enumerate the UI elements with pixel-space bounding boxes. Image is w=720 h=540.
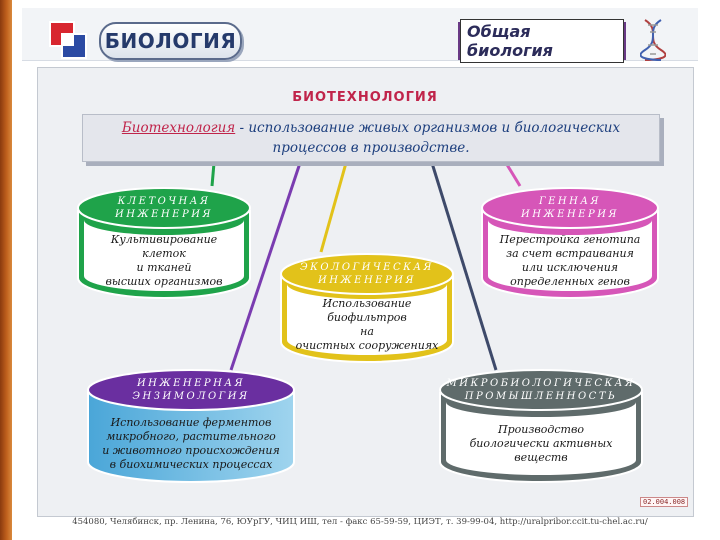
node-body-line: и тканей (136, 261, 192, 274)
definition-box: Биотехнология - использование живых орга… (82, 114, 660, 162)
node-body: Перестройка генотипа за счет встраивания… (480, 230, 660, 292)
node-heading: Клеточная инженерия (76, 186, 252, 230)
node-heading-line: Клеточная (117, 196, 211, 207)
cylinder-shape (87, 369, 295, 483)
publisher-logo-icon (49, 21, 87, 59)
node-heading-line: инженерия (114, 209, 214, 220)
node-body-line: биофильтров (327, 311, 407, 324)
node-body-line: Производство (498, 423, 584, 436)
node-body: Использование ферментов микробного, раст… (86, 412, 296, 476)
node-ecological-engineering: Экологическая инженерия Использование био… (279, 252, 455, 364)
node-heading: Экологическая инженерия (279, 252, 455, 296)
footer-contacts: 454080, Челябинск, пр. Ленина, 76, ЮУрГУ… (72, 517, 648, 527)
slide-code: 02.004.008 (640, 497, 689, 507)
node-heading-line: Инженерная (136, 378, 246, 389)
node-body-line: определенных генов (510, 275, 630, 288)
course-label: Общая биология (458, 19, 626, 63)
node-body-line: Использование ферментов (110, 416, 272, 429)
node-body-line: клеток (142, 247, 186, 260)
node-gene-engineering: Генная инженерия Перестройка генотипа за … (480, 186, 660, 300)
node-heading-line: Микробиологическая (446, 378, 636, 389)
dna-icon (640, 19, 666, 61)
node-body-line: биологически активных (469, 437, 613, 450)
node-heading-line: промышленность (464, 391, 618, 402)
node-microbiological-industry: Микробиологическая промышленность Произво… (438, 368, 644, 484)
node-heading-line: инженерия (317, 275, 416, 286)
node-body-line: за счет встраивания (506, 247, 634, 260)
node-body-line: и животного происхождения (102, 444, 280, 457)
node-body: Использование биофильтров на очистных со… (279, 294, 455, 356)
node-heading-line: инженерия (520, 209, 620, 220)
node-body-line: Перестройка генотипа (499, 233, 641, 246)
node-engineering-enzymology: Инженерная энзимология Использование ферм… (86, 368, 296, 484)
node-body-line: микробного, растительного (106, 430, 276, 443)
node-body: Культивирование клеток и тканей высших о… (76, 230, 252, 292)
course-label-text: Общая биология (460, 19, 624, 63)
node-heading-line: Генная (538, 196, 601, 207)
node-body-line: очистных сооружениях (295, 339, 439, 352)
node-heading-line: Экологическая (299, 262, 435, 273)
node-body: Производство биологически активных вещес… (438, 412, 644, 476)
subject-title: БИОЛОГИЯ (99, 22, 242, 60)
slide-side-bar (0, 0, 12, 540)
cylinder-shape (481, 187, 659, 299)
node-body-line: высших организмов (105, 275, 223, 288)
cylinder-shape (77, 187, 251, 299)
node-heading: Генная инженерия (480, 186, 660, 230)
node-body-line: или исключения (521, 261, 619, 274)
diagram-title: БИОТЕХНОЛОГИЯ (292, 89, 438, 105)
definition-term: Биотехнология (121, 120, 236, 136)
node-heading: Микробиологическая промышленность (438, 368, 644, 412)
node-body-line: Использование (322, 297, 412, 310)
definition-text: - использование живых организмов и биоло… (235, 120, 621, 156)
node-heading-line: энзимология (132, 391, 250, 402)
node-heading: Инженерная энзимология (86, 368, 296, 412)
cylinder-shape (439, 369, 643, 483)
node-body-line: в биохимических процессах (109, 458, 273, 471)
cylinder-shape (280, 253, 454, 363)
node-body-line: на (360, 325, 374, 338)
node-body-line: Культивирование (110, 233, 218, 246)
node-body-line: веществ (514, 451, 568, 464)
node-cell-engineering: Клеточная инженерия Культивирование клето… (76, 186, 252, 300)
